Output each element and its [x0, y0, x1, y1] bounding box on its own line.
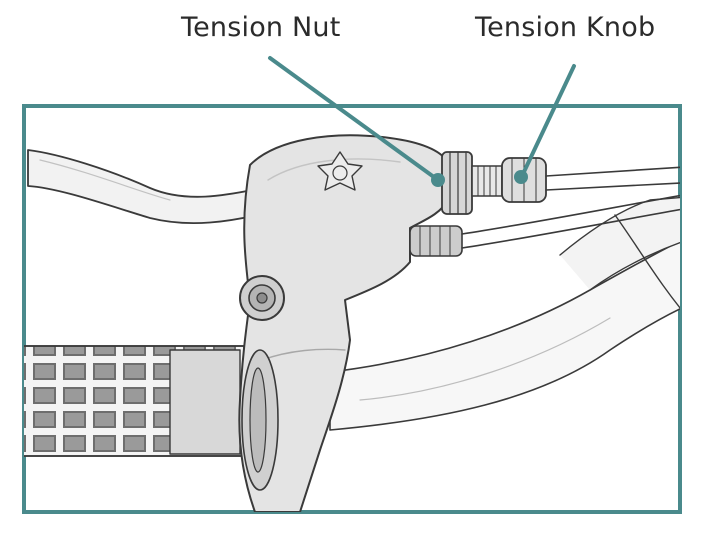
handlebar-grip [24, 345, 251, 457]
pivot-bolt [239, 275, 285, 321]
tension-knob-label: Tension Knob [475, 12, 656, 43]
handlebar [329, 196, 680, 431]
brake-cable-upper [545, 166, 680, 191]
tension-nut-leader-line [268, 56, 440, 182]
tension-nut-label: Tension Nut [181, 12, 341, 43]
brake-cable-lower [409, 194, 680, 257]
adjuster-barrel [471, 165, 503, 197]
tension-knob-leader-line [520, 64, 576, 178]
brake-lever-body [238, 134, 449, 512]
tension-knob-marker-dot [514, 170, 528, 184]
tension-nut-marker-dot [431, 173, 445, 187]
brand-logo-icon [317, 151, 363, 191]
tension-nut [441, 151, 473, 215]
